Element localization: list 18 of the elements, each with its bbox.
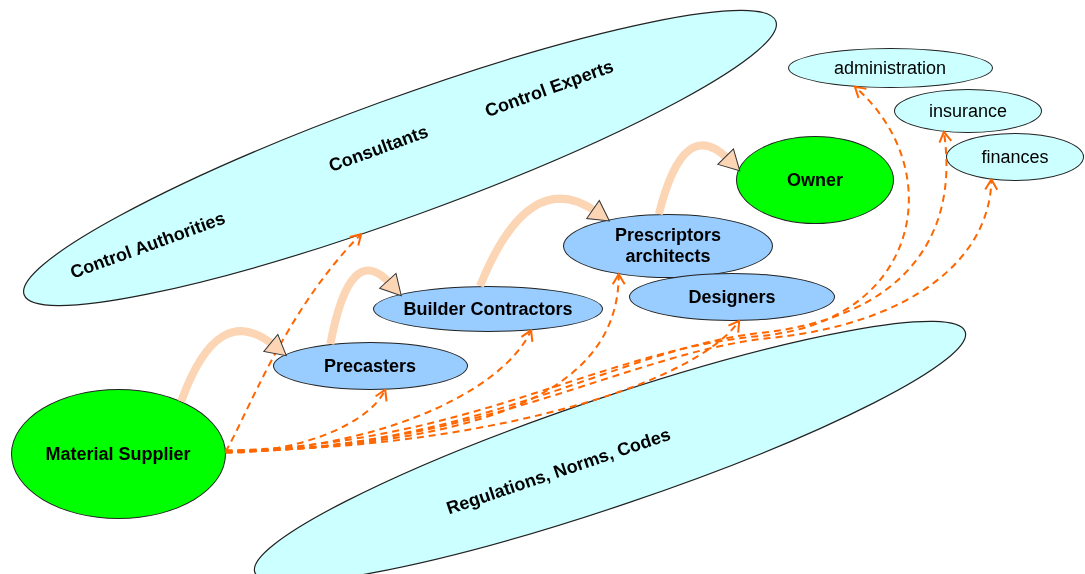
curved-arrow bbox=[177, 327, 288, 403]
node-label: finances bbox=[981, 146, 1049, 168]
node-label: Builder Contractors bbox=[403, 298, 573, 320]
node-label: Prescriptors architects bbox=[613, 225, 723, 267]
node-label: Precasters bbox=[323, 355, 417, 377]
dashed-arrow bbox=[224, 233, 363, 453]
node-label: insurance bbox=[928, 100, 1007, 122]
dashed-arrow bbox=[224, 178, 998, 453]
node-label: Material Supplier bbox=[45, 443, 191, 465]
dashed-arrow bbox=[224, 85, 910, 452]
node-label: Owner bbox=[787, 169, 843, 191]
node-label: Designers bbox=[688, 286, 776, 308]
curved-arrow bbox=[655, 141, 741, 216]
dashed-arrow bbox=[224, 388, 387, 454]
curved-arrow bbox=[476, 194, 611, 288]
role-ellipse bbox=[946, 133, 1084, 181]
curved-arrow bbox=[326, 266, 403, 345]
node-label: administration bbox=[833, 57, 947, 79]
